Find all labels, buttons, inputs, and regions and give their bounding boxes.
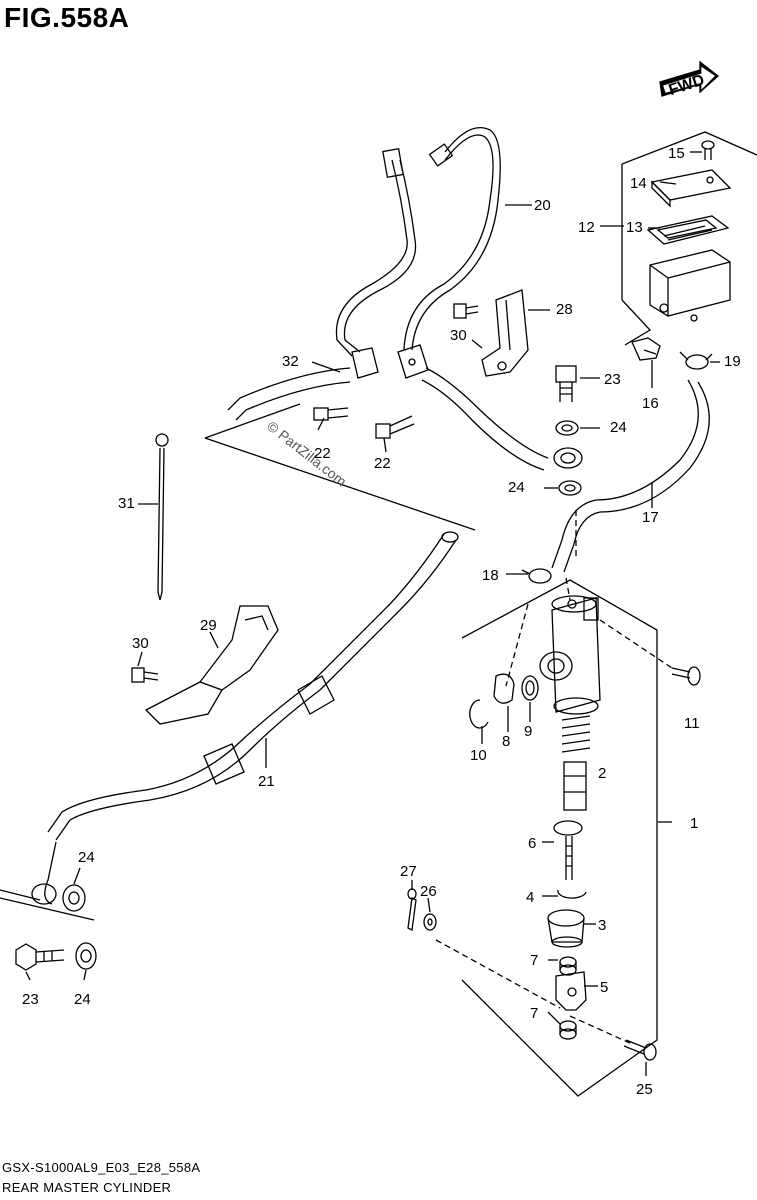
washer-24-bottom bbox=[75, 942, 97, 970]
bolt-22-b bbox=[375, 415, 415, 439]
fwd-label: FWD bbox=[667, 72, 707, 99]
callout-30-upper: 30 bbox=[450, 327, 467, 344]
callout-15: 15 bbox=[668, 145, 685, 162]
bolt-16 bbox=[631, 337, 661, 361]
callout-32: 32 bbox=[282, 353, 299, 370]
clamp-18 bbox=[521, 568, 552, 584]
bracket-28 bbox=[481, 289, 529, 377]
callout-25: 25 bbox=[636, 1081, 653, 1098]
washer-24-upper bbox=[555, 420, 579, 436]
callout-3: 3 bbox=[598, 917, 606, 934]
piston-spring bbox=[561, 715, 591, 811]
master-cylinder-group-outline bbox=[461, 579, 658, 1097]
master-cylinder-body bbox=[539, 595, 601, 715]
reservoir-plate bbox=[646, 215, 730, 245]
callout-labels: 1 2 3 4 5 6 7 7 8 9 10 11 12 13 14 15 16… bbox=[22, 145, 741, 1098]
callout-17: 17 bbox=[642, 509, 659, 526]
screw-15 bbox=[701, 140, 715, 160]
callout-29: 29 bbox=[200, 617, 217, 634]
callout-31: 31 bbox=[118, 495, 135, 512]
callout-26: 26 bbox=[420, 883, 437, 900]
callout-leaders bbox=[25, 151, 720, 1076]
hose-32 bbox=[227, 367, 351, 421]
callout-30-lower: 30 bbox=[132, 635, 149, 652]
callout-23-lower: 23 bbox=[22, 991, 39, 1008]
diagram-code: GSX-S1000AL9_E03_E28_558A bbox=[2, 1160, 201, 1175]
callout-8: 8 bbox=[502, 733, 510, 750]
lower-hose-group-outline bbox=[0, 403, 476, 921]
circlip-10 bbox=[469, 699, 489, 729]
callout-28: 28 bbox=[556, 301, 573, 318]
callout-27: 27 bbox=[400, 863, 417, 880]
bolt-23-upper bbox=[555, 365, 577, 402]
bolt-30-lower bbox=[131, 667, 159, 683]
bolt-22-a bbox=[313, 407, 349, 421]
callout-22-right: 22 bbox=[374, 455, 391, 472]
bracket-29 bbox=[144, 605, 279, 725]
callout-6: 6 bbox=[528, 835, 536, 852]
callout-22-left: 22 bbox=[314, 445, 331, 462]
bolt-23-lower bbox=[15, 943, 65, 971]
callout-24-bottom: 24 bbox=[74, 991, 91, 1008]
callout-2: 2 bbox=[598, 765, 606, 782]
washer-24-lower bbox=[62, 884, 86, 912]
reservoir-group-outline bbox=[621, 131, 757, 346]
callout-10: 10 bbox=[470, 747, 487, 764]
union-8 bbox=[493, 673, 515, 704]
watermark: © PartZilla.com bbox=[264, 418, 349, 490]
brake-hose-20 bbox=[335, 126, 501, 357]
pushrod-6 bbox=[553, 820, 583, 880]
reservoir-cap bbox=[650, 169, 732, 208]
callout-20: 20 bbox=[534, 197, 551, 214]
nut-7-upper bbox=[559, 956, 577, 976]
callout-11: 11 bbox=[684, 715, 700, 732]
washer-26 bbox=[423, 913, 437, 931]
boot-3 bbox=[547, 909, 585, 948]
bolt-30-upper bbox=[453, 303, 479, 319]
callout-7-lower: 7 bbox=[530, 1005, 538, 1022]
callout-21: 21 bbox=[258, 773, 275, 790]
callout-7-upper: 7 bbox=[530, 952, 538, 969]
callout-23-upper: 23 bbox=[604, 371, 621, 388]
diagram-caption: REAR MASTER CYLINDER bbox=[2, 1180, 172, 1195]
fwd-arrow-icon: FWD bbox=[659, 60, 720, 99]
figure-title: FIG.558A bbox=[4, 2, 130, 33]
callout-24-middle: 24 bbox=[508, 479, 525, 496]
oring-9 bbox=[521, 675, 539, 701]
reservoir-body bbox=[649, 249, 731, 322]
nut-7-lower bbox=[559, 1020, 577, 1040]
callout-19: 19 bbox=[724, 353, 741, 370]
clevis-5 bbox=[555, 971, 587, 1011]
cotter-pin-27 bbox=[407, 888, 417, 931]
clamp-19 bbox=[679, 351, 713, 370]
pin-25 bbox=[623, 1039, 657, 1061]
callout-9: 9 bbox=[524, 723, 532, 740]
callout-24-upper: 24 bbox=[610, 419, 627, 436]
callout-13: 13 bbox=[626, 219, 643, 236]
washer-24-middle bbox=[558, 480, 582, 496]
callout-4: 4 bbox=[526, 889, 534, 906]
callout-16: 16 bbox=[642, 395, 659, 412]
brake-hose-21 bbox=[31, 531, 459, 905]
screw-11 bbox=[671, 666, 701, 686]
callout-5: 5 bbox=[600, 979, 608, 996]
callout-1: 1 bbox=[690, 815, 698, 832]
callout-18: 18 bbox=[482, 567, 499, 584]
hose-to-union bbox=[421, 367, 583, 471]
callout-14: 14 bbox=[630, 175, 647, 192]
dashed-leaders bbox=[435, 510, 673, 1045]
cable-tie-31 bbox=[155, 433, 169, 601]
callout-24-left: 24 bbox=[78, 849, 95, 866]
hose-junction bbox=[351, 344, 429, 379]
callout-12: 12 bbox=[578, 219, 595, 236]
circlip-4 bbox=[557, 889, 587, 899]
